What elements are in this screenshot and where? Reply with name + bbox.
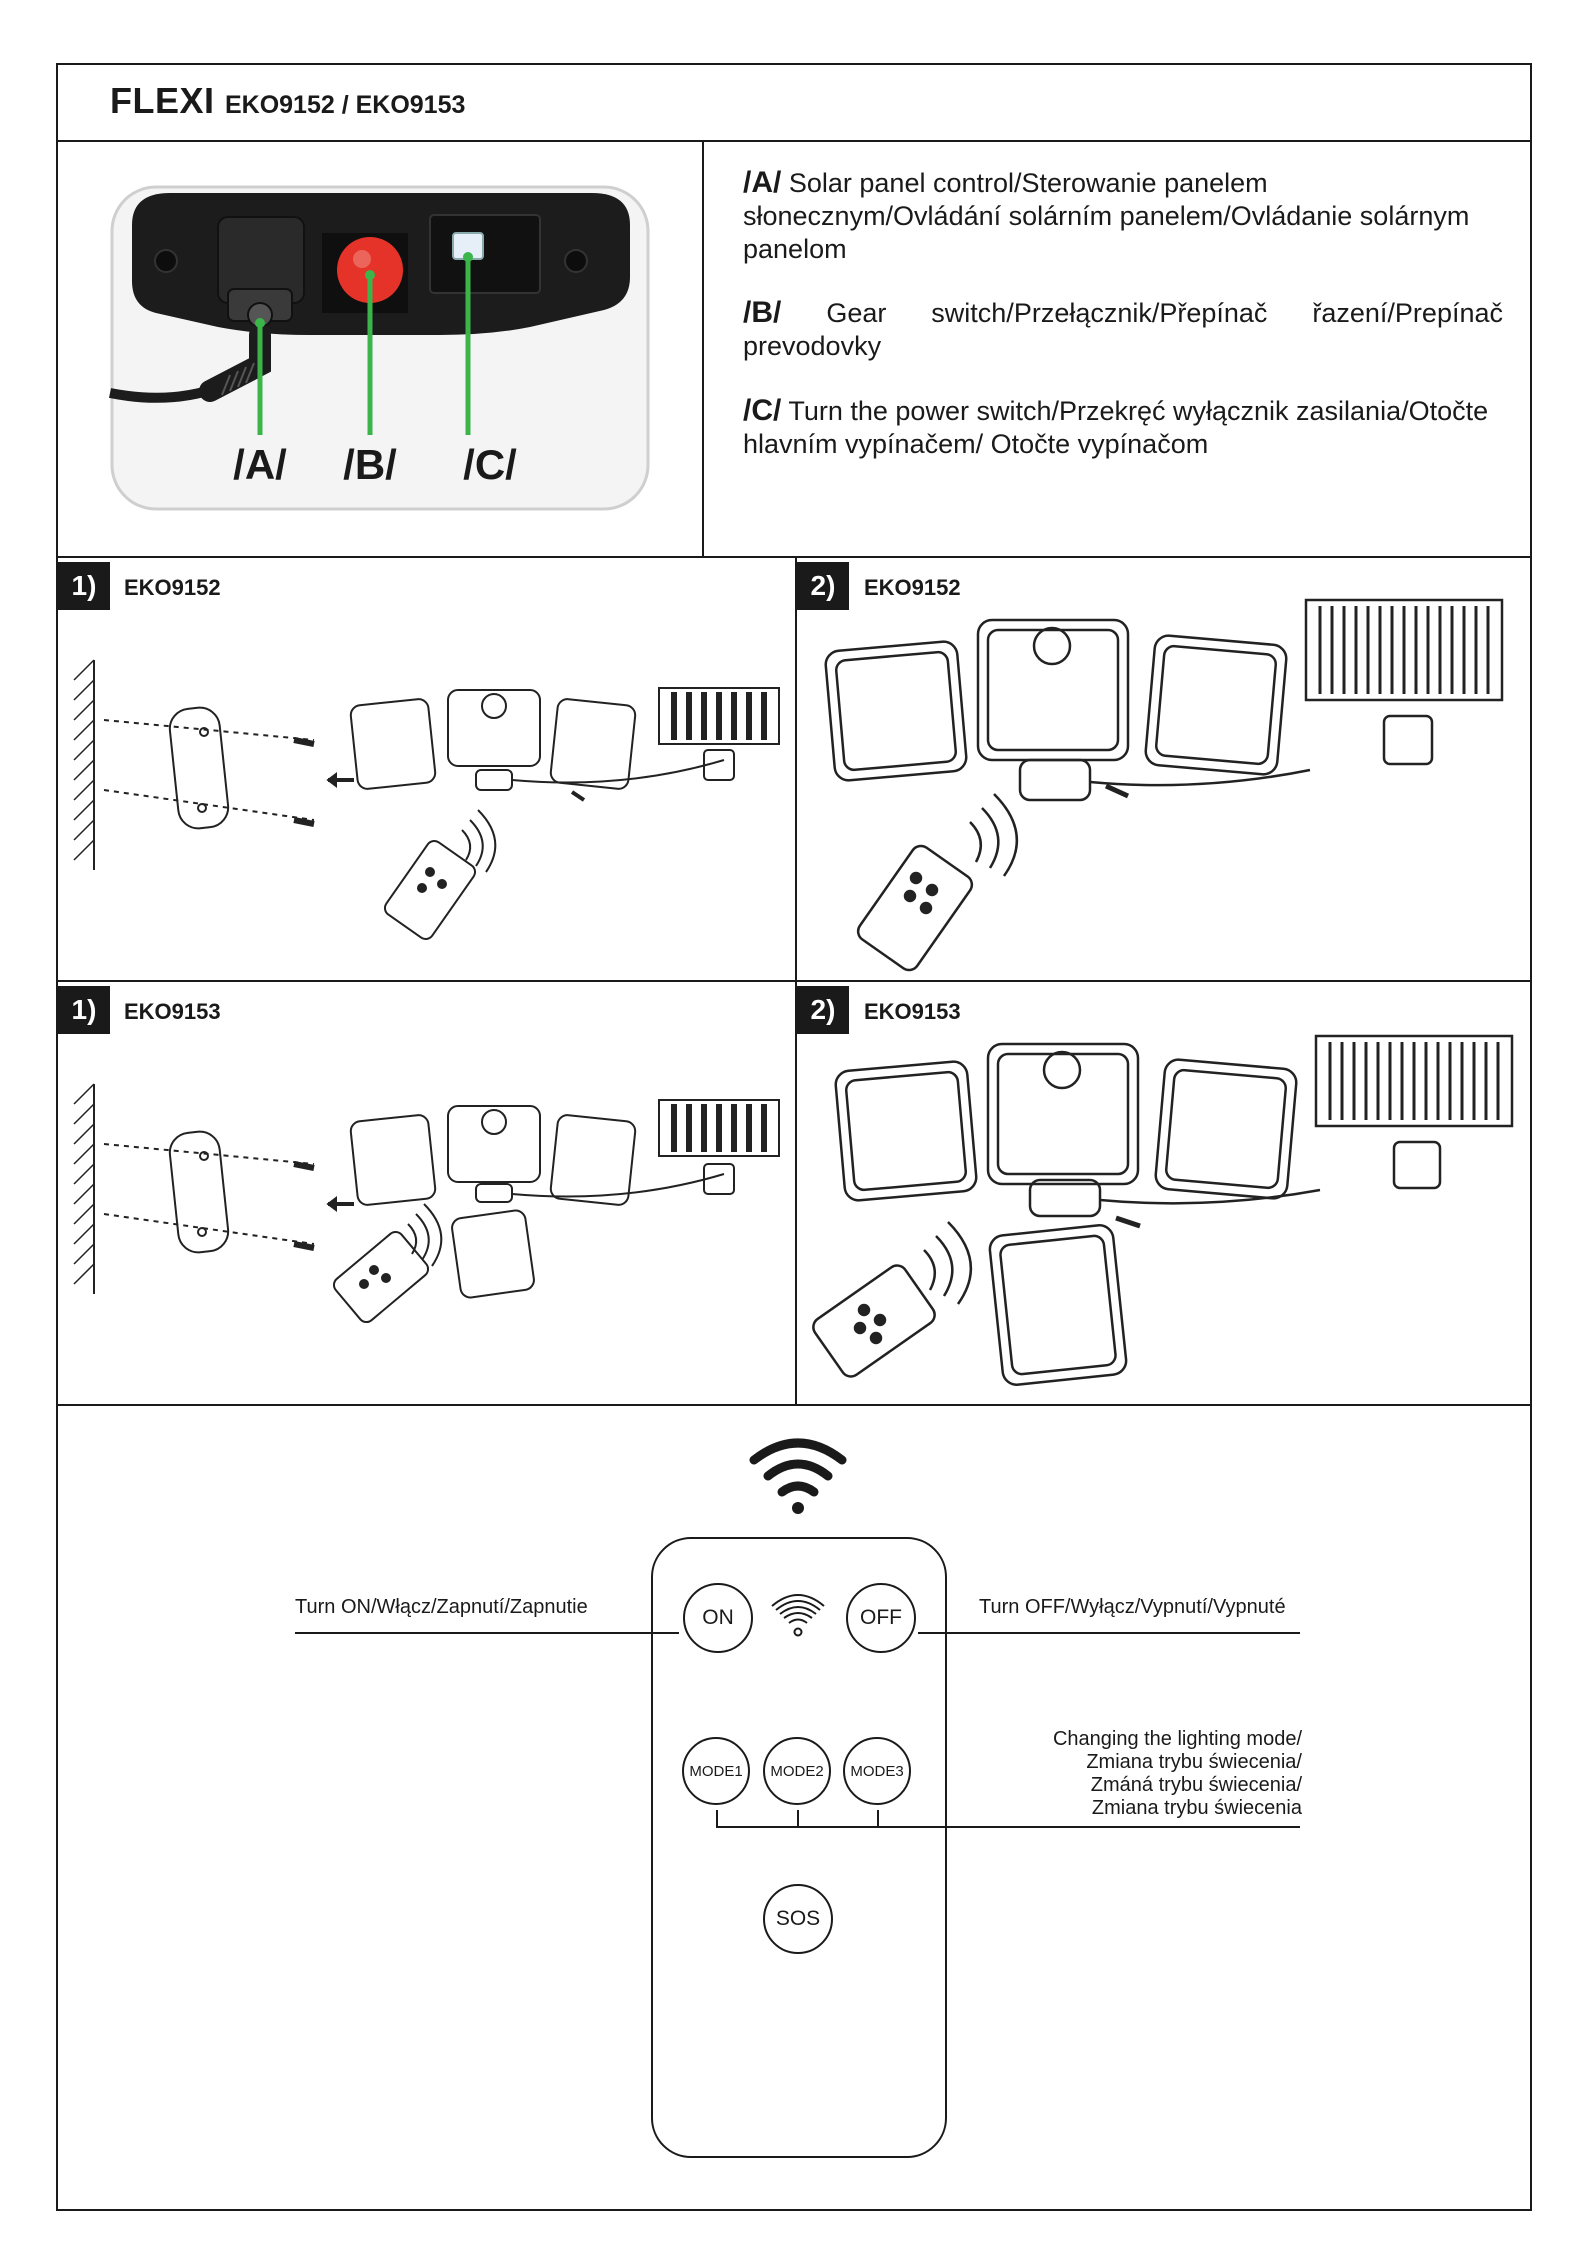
sos-button[interactable]: SOS: [763, 1884, 833, 1954]
off-callout: Turn OFF/Wyłącz/Vypnutí/Vypnuté: [979, 1596, 1286, 1619]
legend-c-text: Turn the power switch/Przekręć wyłącznik…: [743, 396, 1488, 459]
legend-a-tag: /A/: [743, 166, 781, 199]
step-badge-2-eko9153: 2): [797, 986, 849, 1034]
off-button[interactable]: OFF: [846, 1583, 916, 1653]
install-illustration-2-eko9153: [820, 1030, 1520, 1405]
on-callout-line: [295, 1632, 679, 1634]
legend-c-tag: /C/: [743, 394, 781, 427]
model-numbers: EKO9152 / EKO9153: [225, 91, 465, 119]
page-title: FLEXI EKO9152 / EKO9153: [110, 80, 465, 122]
legend-a: /A/ Solar panel control/Sterowanie panel…: [743, 166, 1503, 266]
mode-callout-line-4: Zmiana trybu świecenia: [1000, 1797, 1302, 1820]
legend-b: /B/ Gear switch/Przełącznik/Přepínač řaz…: [743, 296, 1503, 363]
control-panel-photo: /A/ /B/ /C/: [110, 185, 650, 520]
install-illustration-1-eko9153: [64, 1064, 784, 1369]
mode1-button[interactable]: MODE1: [682, 1737, 750, 1805]
signal-icon: [748, 1436, 848, 1521]
remote-wifi-icon: [768, 1590, 828, 1645]
install-illustration-1-eko9152: [64, 640, 784, 945]
mode1-tick: [716, 1810, 718, 1826]
mode-callout-line-2: Zmiana trybu świecenia/: [1000, 1751, 1302, 1774]
legend-a-text: Solar panel control/Sterowanie panelem s…: [743, 168, 1469, 264]
label-c: /C/: [463, 441, 517, 488]
brand-name: FLEXI: [110, 80, 215, 121]
legend-b-tag: /B/: [743, 296, 781, 329]
step-badge-1-eko9152: 1): [58, 562, 110, 610]
on-callout: Turn ON/Włącz/Zapnutí/Zapnutie: [295, 1596, 588, 1619]
steps-column-divider: [795, 556, 797, 1405]
mode3-tick: [877, 1810, 879, 1826]
install-illustration-2-eko9152: [820, 590, 1520, 975]
mode-callout-line-3: Zmáná trybu świecenia/: [1000, 1774, 1302, 1797]
mode-callout-line: [716, 1826, 1300, 1828]
mode2-button[interactable]: MODE2: [763, 1737, 831, 1805]
legend-b-text: Gear switch/Przełącznik/Přepínač řazení/…: [743, 298, 1503, 361]
step-model-1-eko9153: EKO9153: [124, 999, 221, 1025]
mode-callout: Changing the lighting mode/ Zmiana trybu…: [1000, 1728, 1302, 1820]
label-a: /A/: [233, 441, 287, 488]
section-divider-1: [56, 556, 1532, 558]
header-divider: [56, 140, 1532, 142]
on-button[interactable]: ON: [683, 1583, 753, 1653]
label-b: /B/: [343, 441, 397, 488]
mode3-button[interactable]: MODE3: [843, 1737, 911, 1805]
mode2-tick: [797, 1810, 799, 1826]
section-divider-2: [56, 980, 1532, 982]
step-model-2-eko9153: EKO9153: [864, 999, 961, 1025]
step-model-1-eko9152: EKO9152: [124, 575, 221, 601]
step-badge-1-eko9153: 1): [58, 986, 110, 1034]
legend-c: /C/ Turn the power switch/Przekręć wyłąc…: [743, 394, 1503, 461]
top-section-divider: [702, 140, 704, 557]
off-callout-line: [918, 1632, 1300, 1634]
mode-callout-line-1: Changing the lighting mode/: [1000, 1728, 1302, 1751]
